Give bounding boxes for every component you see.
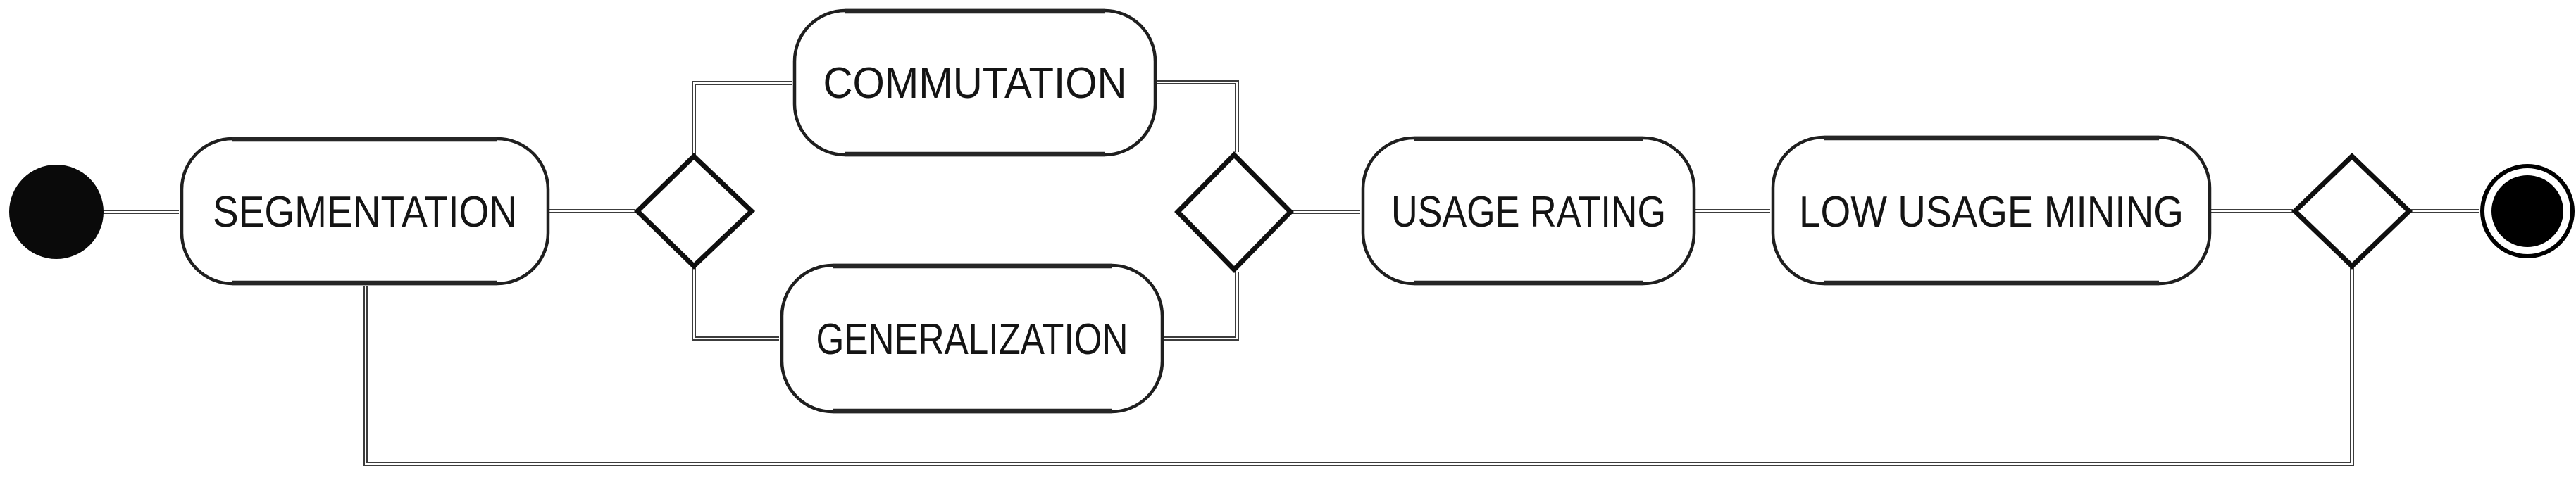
edge-loopback-decision2-to-segmentation bbox=[363, 266, 2354, 466]
activity-label-generalization: GENERALIZATION bbox=[816, 315, 1128, 364]
edge-decision1-to-commutation bbox=[692, 81, 792, 158]
activity-label-segmentation: SEGMENTATION bbox=[213, 188, 517, 236]
activity-commutation: COMMUTATION bbox=[792, 8, 1157, 157]
activity-generalization: GENERALIZATION bbox=[780, 263, 1164, 414]
activity-label-commutation: COMMUTATION bbox=[823, 59, 1127, 108]
activity-low-usage-mining: LOW USAGE MINING bbox=[1771, 135, 2212, 286]
edge-generalization-to-merge bbox=[1162, 272, 1239, 341]
decision-diamond-2 bbox=[2291, 153, 2413, 270]
edge-commutation-to-merge bbox=[1155, 80, 1239, 152]
merge-diamond bbox=[1174, 151, 1294, 274]
activity-usage-rating: USAGE RATING bbox=[1361, 136, 1696, 286]
end-node bbox=[2480, 164, 2575, 258]
activity-segmentation: SEGMENTATION bbox=[180, 137, 550, 286]
edge-decision1-to-generalization bbox=[692, 265, 779, 341]
activity-label-usage-rating: USAGE RATING bbox=[1391, 188, 1666, 236]
decision-diamond-1 bbox=[633, 153, 756, 270]
activity-label-low-usage-mining: LOW USAGE MINING bbox=[1799, 188, 2184, 236]
start-node bbox=[9, 165, 104, 259]
